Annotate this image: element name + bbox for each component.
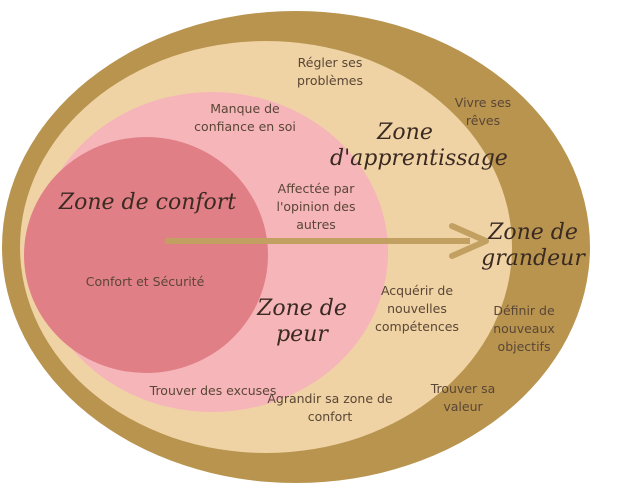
learning-zone-title: Zone d'apprentissage xyxy=(330,120,508,171)
zone-comfort-circle xyxy=(24,137,268,373)
fear-zone-item: Trouver des excuses xyxy=(149,383,277,398)
grandeur-zone-item: Trouver sa valeur xyxy=(430,381,496,414)
fear-zone-item: Manque de confiance en soi xyxy=(194,101,296,134)
grandeur-zone-item: Vivre ses rêves xyxy=(454,95,512,128)
grandeur-zone-title: Zone de grandeur xyxy=(481,220,585,271)
learning-zone-item: Régler ses problèmes xyxy=(297,55,363,88)
growth-arrow xyxy=(165,223,489,259)
grandeur-zone-item: Définir de nouveaux objectifs xyxy=(493,303,555,354)
comfort-zone-item: Confort et Sécurité xyxy=(85,274,205,289)
comfort-zone-title: Zone de confort xyxy=(58,190,237,215)
learning-zone-item: Acquérir de nouvelles compétences xyxy=(375,283,459,334)
fear-zone-title: Zone de peur xyxy=(257,296,347,347)
learning-zone-item: Agrandir sa zone de confort xyxy=(267,391,393,424)
fear-zone-item: Affectée par l'opinion des autres xyxy=(276,181,356,232)
